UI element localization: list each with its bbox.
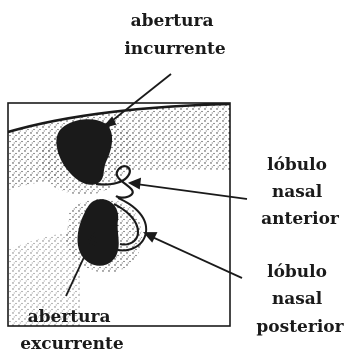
label-abertura-incurrente: abertura incurrente	[124, 11, 225, 59]
skin-surface	[8, 104, 230, 326]
label-abertura-excurrente: abertura excurrente	[20, 307, 124, 354]
label-lobulo-nasal-anterior: lóbulo nasal anterior	[261, 155, 340, 229]
label-lobulo-nasal-posterior: lóbulo nasal posterior	[256, 262, 344, 337]
